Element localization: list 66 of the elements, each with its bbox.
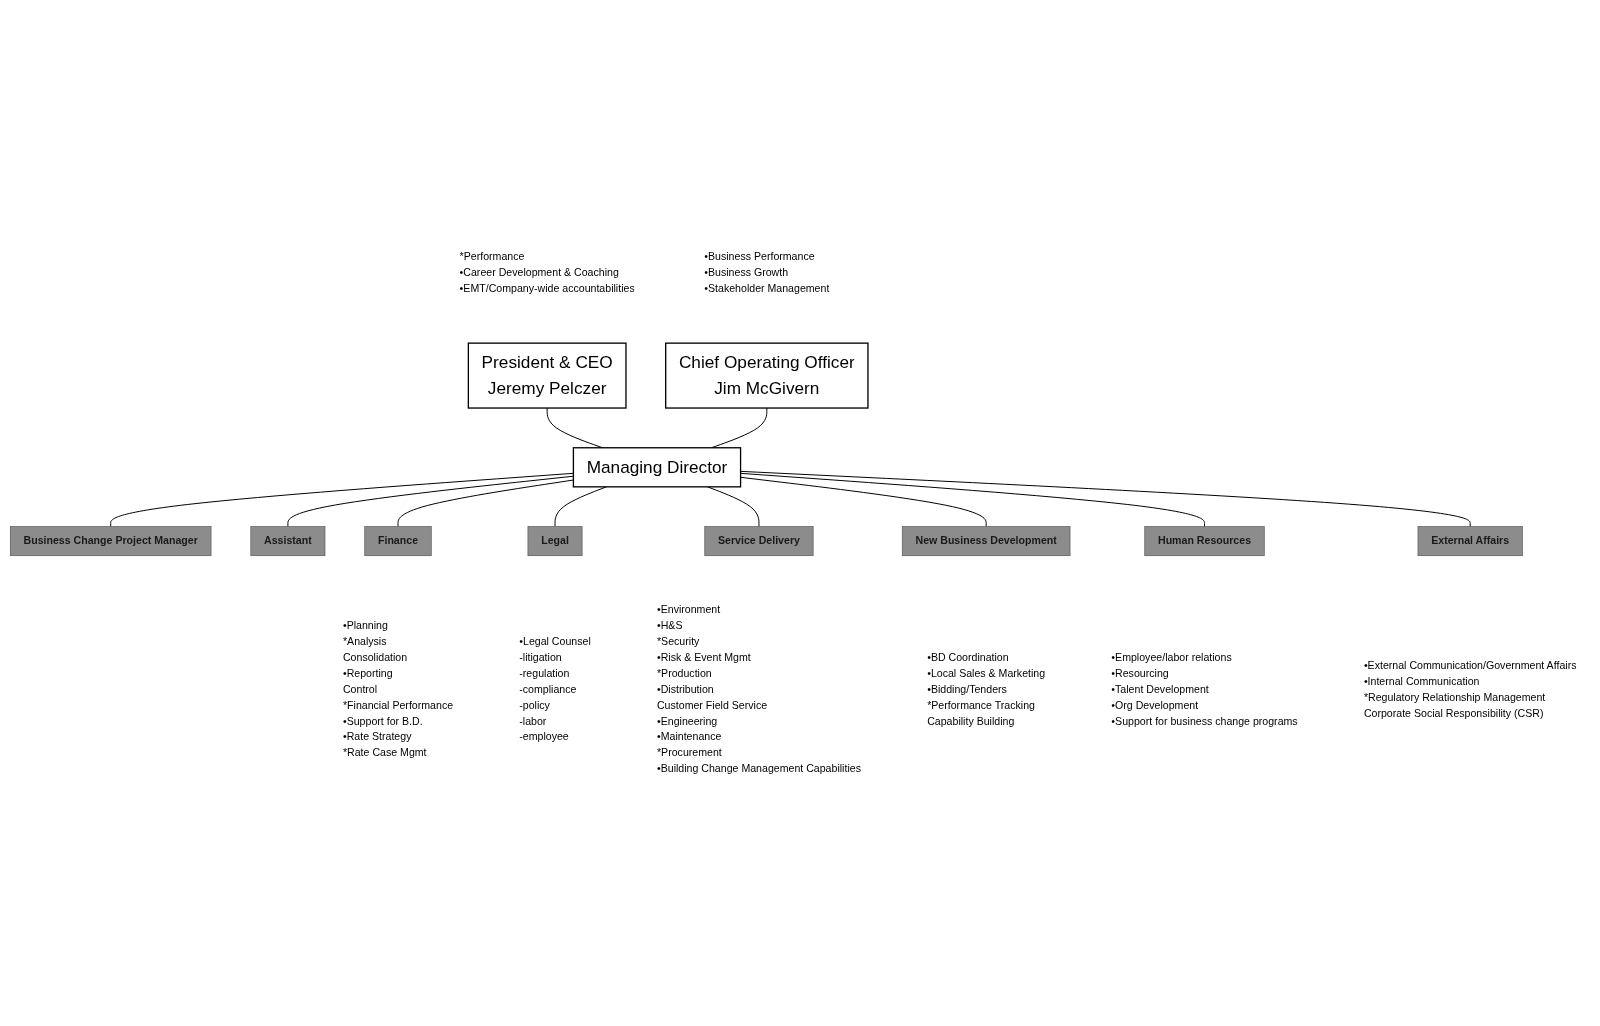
node-box: Service Delivery bbox=[704, 526, 814, 557]
node-label: *Procurement bbox=[656, 747, 722, 759]
connector bbox=[397, 479, 574, 528]
node-box: Chief Operating Officer Jim McGivern bbox=[665, 342, 869, 409]
node-box: Legal bbox=[527, 526, 583, 557]
node-label: *Performance bbox=[459, 251, 525, 263]
node-label: Corporate Social Responsibility (CSR) bbox=[1363, 707, 1544, 719]
node-label: •Building Change Management Capabilities bbox=[656, 762, 861, 775]
node-label: •BD Coordination bbox=[927, 651, 1009, 663]
node-label: -policy bbox=[519, 699, 550, 711]
node-label: *Rate Case Mgmt bbox=[342, 747, 427, 759]
node-label: •Planning bbox=[342, 619, 388, 632]
node-label: •Risk & Event Mgmt bbox=[656, 651, 751, 663]
node-label: •H&S bbox=[656, 619, 683, 632]
node-label: •Environment bbox=[656, 604, 721, 616]
node-label: •Employee/labor relations bbox=[1111, 651, 1232, 663]
node-label: Control bbox=[342, 683, 378, 695]
connector bbox=[287, 475, 574, 528]
node-label: •External Communication/Government Affairs bbox=[1363, 659, 1577, 671]
connector bbox=[707, 486, 760, 528]
node-label: •Support for B.D. bbox=[342, 715, 423, 727]
node-label: •Business Performance bbox=[704, 251, 815, 263]
node-label: •Org Development bbox=[1111, 699, 1199, 711]
node-label: *Analysis bbox=[342, 635, 387, 648]
node-label: •Talent Development bbox=[1111, 683, 1209, 695]
node-label: •Internal Communication bbox=[1363, 675, 1480, 687]
node-box: External Affairs bbox=[1417, 526, 1523, 557]
node-label: •EMT/Company-wide accountabilities bbox=[459, 282, 635, 295]
connector bbox=[110, 472, 574, 528]
node-label: -regulation bbox=[519, 667, 570, 679]
node-label: •Reporting bbox=[342, 667, 393, 679]
node-label: Consolidation bbox=[342, 651, 408, 663]
node-label: -labor bbox=[519, 715, 547, 727]
node-label: Capability Building bbox=[927, 715, 1015, 727]
node-label: •Bidding/Tenders bbox=[927, 683, 1007, 695]
node-label: •Legal Counsel bbox=[519, 635, 591, 648]
node-label: -employee bbox=[519, 731, 569, 743]
node-label: Customer Field Service bbox=[656, 699, 768, 711]
node-label: *Production bbox=[656, 667, 712, 679]
node-label: *Financial Performance bbox=[342, 699, 454, 711]
node-label: •Resourcing bbox=[1111, 667, 1169, 679]
node-box: Assistant bbox=[250, 526, 326, 557]
connector bbox=[740, 472, 1205, 528]
node-label: •Stakeholder Management bbox=[704, 282, 830, 295]
node-box: Finance bbox=[364, 526, 432, 557]
node-label: -litigation bbox=[519, 651, 562, 663]
node-label: *Regulatory Relationship Management bbox=[1363, 691, 1546, 703]
node-label: •Career Development & Coaching bbox=[459, 266, 619, 279]
node-label: •Distribution bbox=[656, 683, 714, 695]
node-label: *Performance Tracking bbox=[927, 699, 1035, 711]
node-label: *Security bbox=[656, 635, 700, 648]
connector bbox=[554, 486, 607, 528]
connector bbox=[740, 476, 987, 528]
node-box: Managing Director bbox=[572, 447, 742, 488]
node-box: Business Change Project Manager bbox=[9, 526, 212, 557]
node-box: President & CEO Jeremy Pelczer bbox=[467, 342, 627, 409]
node-label: -compliance bbox=[519, 683, 577, 695]
node-label: •Support for business change programs bbox=[1111, 715, 1298, 727]
node-label: •Local Sales & Marketing bbox=[927, 667, 1046, 679]
connector bbox=[740, 470, 1471, 528]
node-label: •Business Growth bbox=[704, 266, 789, 279]
node-box: Human Resources bbox=[1144, 526, 1265, 557]
node-box: New Business Development bbox=[901, 526, 1071, 557]
node-label: •Maintenance bbox=[656, 731, 722, 743]
node-label: •Engineering bbox=[656, 715, 718, 727]
node-label: •Rate Strategy bbox=[342, 731, 412, 743]
